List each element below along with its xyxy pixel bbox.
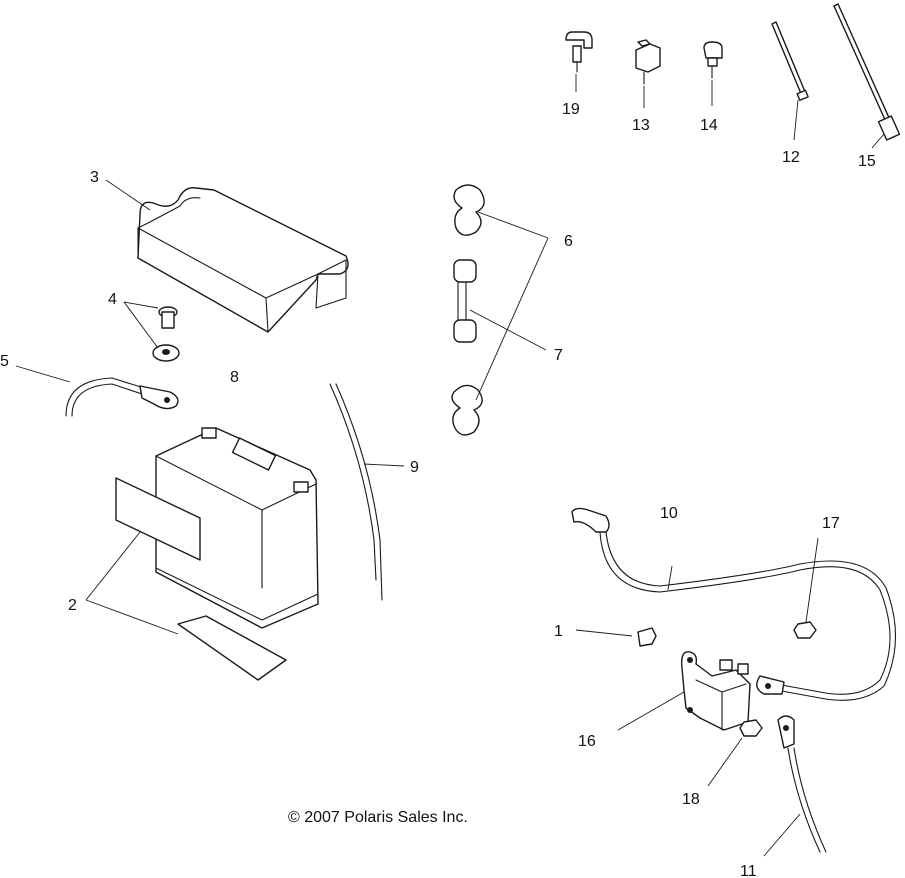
copyright-notice: © 2007 Polaris Sales Inc. — [288, 809, 468, 826]
part-6-holder-top — [453, 184, 485, 236]
callout-13: 13 — [632, 117, 650, 134]
callout-2: 2 — [68, 597, 77, 614]
part-2-battery — [115, 427, 319, 681]
callout-5: 5 — [0, 353, 9, 370]
part-11-ground-cable — [777, 715, 827, 853]
part-13-connector — [635, 39, 661, 85]
leader-lines — [15, 74, 885, 857]
part-6-holder-bottom — [451, 384, 483, 436]
part-3-battery-cover — [137, 187, 349, 333]
callout-3: 3 — [90, 169, 99, 186]
callout-14: 14 — [700, 117, 718, 134]
callout-7: 7 — [554, 347, 563, 364]
callout-1: 1 — [554, 623, 563, 640]
part-16-solenoid — [680, 651, 751, 731]
callout-10: 10 — [660, 505, 678, 522]
part-5-battery-cable — [65, 377, 179, 417]
part-19-fastener — [565, 31, 593, 73]
part-1-screw — [637, 627, 657, 647]
callout-12: 12 — [782, 149, 800, 166]
part-9-vent-tube — [329, 383, 383, 601]
part-17-nut — [793, 621, 817, 639]
callout-18: 18 — [682, 791, 700, 808]
callout-15: 15 — [858, 153, 876, 170]
part-18-nut — [739, 719, 763, 737]
callout-6: 6 — [564, 233, 573, 250]
part-12-cable-tie — [771, 21, 809, 101]
callout-8: 8 — [230, 369, 239, 386]
part-15-cable-tie — [833, 3, 901, 141]
callout-11: 11 — [740, 863, 757, 878]
callout-19: 19 — [562, 101, 580, 118]
callout-9: 9 — [410, 459, 419, 476]
callout-16: 16 — [578, 733, 596, 750]
part-14-connector — [703, 41, 723, 79]
part-4-bolt-washer — [152, 306, 180, 362]
part-10-cable — [571, 507, 897, 701]
callout-4: 4 — [108, 291, 117, 308]
callout-17: 17 — [822, 515, 840, 532]
part-7-strap — [453, 259, 477, 343]
